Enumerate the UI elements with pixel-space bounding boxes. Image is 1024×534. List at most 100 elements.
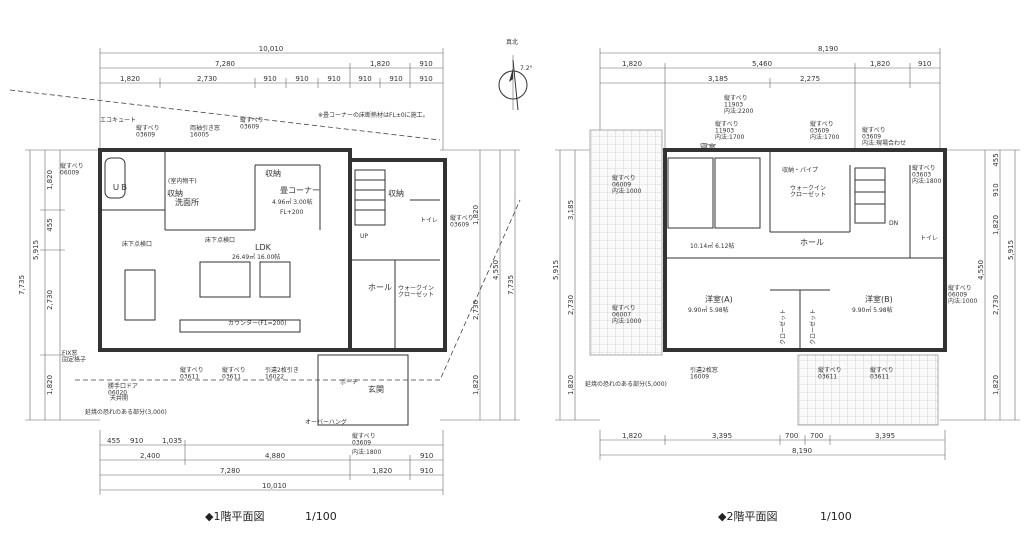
floor1-dim-left-d: 2,730	[46, 290, 54, 310]
floor2-room-western-a: 洋室(A)	[705, 294, 733, 304]
floor2-stairs: DN	[854, 167, 898, 227]
floor2-room-western-a-area: 9.90㎡ 5.98帖	[688, 306, 729, 314]
compass: 真北 7.2°	[498, 38, 533, 111]
floor2-dim-left-c: 2,730	[567, 295, 575, 315]
floor2-bed-1	[667, 157, 714, 229]
floor2-stairs-dn: DN	[889, 220, 898, 227]
floor1-dim-left-c: 5,915	[32, 240, 40, 260]
floor2-room-western-b: 洋室(B)	[865, 294, 893, 304]
floor2-dim-top-3a: 3,185	[708, 75, 728, 83]
floor1-label-fix: FIX窓固定格子	[62, 349, 86, 364]
floor1-room-storage1: 収納	[167, 188, 183, 198]
floor1-dim-left-a: 1,820	[46, 170, 54, 190]
floor2-right-dimensions: 455 910 1,820 5,915 4,550 2,730 1,820	[940, 149, 1020, 421]
floor1-note-top: ※畳コーナーの床断熱材はFL±0に施工。	[318, 111, 429, 119]
floor1-dim-right-a: 1,820	[472, 205, 480, 225]
floor1-fence-note: 延焼の恐れのある部分(3,000)	[85, 408, 167, 416]
floor2-dim-right-b: 910	[992, 183, 1000, 196]
floor1-room-entrance: 玄関	[368, 384, 384, 394]
floor1-room-tatami-fl: FL+200	[280, 209, 303, 216]
floor1-dim-bot-total: 10,010	[262, 482, 287, 490]
floor1-room-toilet: トイレ	[420, 217, 438, 224]
floor1-dim-top-3d: 910	[295, 75, 308, 83]
compass-angle: 7.2°	[520, 65, 533, 72]
floor1-east-walls	[348, 158, 447, 352]
floor1-dim-right-total: 7,735	[507, 275, 515, 295]
floor2-room-closet2: クローゼット	[809, 309, 817, 345]
floor2-room-toilet: トイレ	[920, 235, 938, 242]
floor1-floor-storage: 床下点検口	[122, 240, 152, 248]
floor2-top-dimensions: 8,190 1,820 5,460 1,820 910 3,185 2,275	[599, 45, 941, 150]
floor1-dim-top-2c: 910	[419, 60, 432, 68]
floor1-scale: 1/100	[305, 510, 337, 523]
floor1-bottom-dimensions: 455 910 1,035 2,400 4,880 910 7,280 1,82…	[99, 430, 444, 495]
floor2-dim-right-d: 5,915	[1007, 240, 1015, 260]
floor2-dim-top-2b: 5,460	[752, 60, 772, 68]
floor2-dim-bot-1d: 700	[810, 432, 823, 440]
floor1-room-ldk: LDK	[255, 243, 272, 252]
floor1-dim-top-3h: 910	[419, 75, 432, 83]
floor1-room-hall: ホール	[368, 283, 392, 292]
floor2-dim-right-f: 2,730	[992, 295, 1000, 315]
floor1-dim-bot-3a: 7,280	[220, 467, 240, 475]
floor1-partitions	[100, 150, 440, 350]
floor2-dim-right-c: 1,820	[992, 215, 1000, 235]
floor1-dim-top-3g: 910	[389, 75, 402, 83]
floor1-dim-bot-1a: 455	[107, 437, 120, 445]
floor1-dim-top-3a: 1,820	[120, 75, 140, 83]
floor1-room-storage2: 収納	[265, 168, 281, 178]
floor2-dim-top-2d: 910	[918, 60, 931, 68]
floor1-dim-bot-2c: 910	[420, 452, 433, 460]
north-arrow-icon	[509, 68, 513, 82]
floor1-top-dimensions: 10,010 7,280 1,820 910 1,820 2,730 910 9…	[99, 45, 444, 150]
floor2-balcony-left	[589, 129, 663, 356]
floor1-overhang: オーバーハング	[305, 418, 347, 426]
floor2-main-walls	[663, 148, 947, 352]
floor2-dim-bot-total: 8,190	[792, 447, 812, 455]
floor2-dim-bot-1a: 1,820	[622, 432, 642, 440]
floor2-bed-2	[714, 157, 761, 229]
floor1-indoor-dryer: (室内物干)	[168, 177, 197, 185]
floor1-room-ldk-area: 26.49㎡ 16.00帖	[232, 253, 280, 261]
floor1-sofa	[259, 261, 291, 298]
floor1-left-dimensions: 7,735 1,820 455 5,915 2,730 1,820	[18, 149, 100, 421]
floor1-room-ub: ＵＢ	[112, 183, 128, 192]
floor1-dim-top-3c: 910	[263, 75, 276, 83]
floor2-dim-left-a: 3,185	[567, 200, 575, 220]
floor1-dim-bot-2b: 4,880	[265, 452, 285, 460]
floor2-scale: 1/100	[820, 510, 852, 523]
floor1-dim-top-2b: 1,820	[370, 60, 390, 68]
floor2-partitions	[665, 150, 945, 350]
floor1-plan: 10,010 7,280 1,820 910 1,820 2,730 910 9…	[9, 45, 521, 523]
floor2-room-pipe: 収納・パイプ	[782, 166, 818, 174]
floor1-dim-right-c: 2,730	[472, 300, 480, 320]
floor2-room-western-b-area: 9.90㎡ 5.98帖	[852, 306, 893, 314]
floor1-counter	[179, 319, 301, 333]
floor2-dim-right-a: 455	[992, 153, 1000, 166]
floor1-counter-note: カウンター(F1=200)	[228, 319, 286, 327]
floor1-right-dimensions: 1,820 4,550 7,735 2,730 1,820	[440, 149, 520, 421]
floor1-dim-top-3e: 910	[327, 75, 340, 83]
floor2-room-hall: ホール	[800, 238, 824, 247]
floor1-room-storage3: 収納	[388, 188, 404, 198]
floor2-dim-top-3b: 2,275	[800, 75, 820, 83]
floor2-room-bedroom-area: 10.14㎡ 6.12帖	[690, 242, 734, 250]
floor1-dim-bot-1c: 1,035	[162, 437, 182, 445]
floor1-label-ceiling: 天井開	[110, 394, 128, 402]
floor2-room-closet1: クローゼット	[779, 309, 787, 345]
floor1-dim-top-2a: 7,280	[215, 60, 235, 68]
floor2-dim-top-2c: 1,820	[870, 60, 890, 68]
floor1-stairs: UP	[354, 169, 386, 240]
